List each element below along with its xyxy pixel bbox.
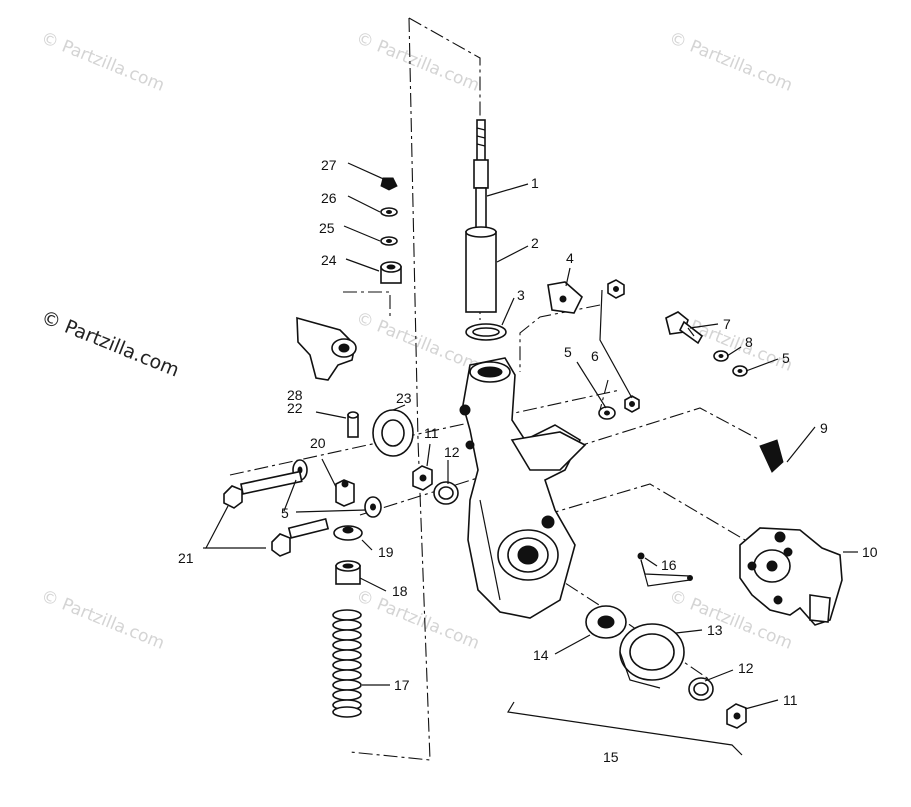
callout-9: 9 (820, 420, 828, 436)
callout-5: 5 (281, 505, 289, 521)
hub-ring (619, 623, 685, 689)
washer (598, 406, 616, 420)
callout-12: 12 (444, 444, 460, 460)
stud (347, 411, 359, 438)
callout-5: 5 (564, 344, 572, 360)
callout-4: 4 (566, 250, 574, 266)
callout-16: 16 (661, 557, 677, 573)
lower-nut-20 (335, 479, 355, 507)
upper-mount-bracket (296, 316, 357, 381)
mid-washer (380, 236, 398, 246)
callout-18: 18 (392, 583, 408, 599)
callout-6: 6 (591, 348, 599, 364)
bearing-lower (688, 677, 714, 701)
callout-10: 10 (862, 544, 878, 560)
callout-15: 15 (603, 749, 619, 765)
callout-20: 20 (310, 435, 326, 451)
watermark-side-text: © Partzilla.com (38, 306, 182, 381)
callout-24: 24 (321, 252, 337, 268)
callout-25: 25 (319, 220, 335, 236)
seal (585, 605, 627, 639)
spindle-nut-upper (412, 465, 433, 491)
shock-shaft (473, 119, 489, 233)
callout-22: 22 (287, 400, 303, 416)
callout-7: 7 (723, 316, 731, 332)
callout-19: 19 (378, 544, 394, 560)
top-nut (380, 177, 398, 191)
callout-8: 8 (745, 334, 753, 350)
callout-3: 3 (517, 287, 525, 303)
spring-cap (333, 525, 363, 541)
callout-12: 12 (738, 660, 754, 676)
small-bracket (547, 281, 583, 314)
watermark-text: © Partzilla.com (666, 28, 795, 96)
shock-body (465, 226, 497, 313)
top-washer (380, 207, 398, 217)
upper-bushing (380, 261, 402, 284)
callout-11: 11 (783, 692, 798, 708)
callout-11: 11 (424, 425, 439, 441)
bracket-nut (607, 279, 625, 299)
spring-bushing (335, 560, 361, 585)
callout-13: 13 (707, 622, 723, 638)
lower-nut (624, 395, 640, 413)
caliper-bolt-washer (713, 350, 729, 362)
callout-27: 27 (321, 157, 337, 173)
watermark-text: © Partzilla.com (38, 28, 167, 96)
callout-26: 26 (321, 190, 337, 206)
caliper-bolt (665, 311, 704, 345)
callout-1: 1 (531, 175, 539, 191)
spindle-knuckle (459, 357, 587, 619)
callout-5: 5 (782, 350, 790, 366)
caliper-washer (732, 365, 748, 377)
callout-23: 23 (396, 390, 412, 406)
large-seal (372, 409, 414, 457)
callout-14: 14 (533, 647, 549, 663)
watermark-text: © Partzilla.com (353, 28, 482, 96)
callout-28: 28 (287, 387, 303, 403)
brake-caliper (739, 527, 843, 626)
spindle-nut-lower (726, 703, 747, 729)
lower-washer-right (364, 496, 382, 518)
assembly-lines (229, 17, 761, 761)
lower-short-bolt (271, 517, 330, 557)
upper-long-bolt (223, 470, 303, 509)
leader-lines (203, 162, 858, 756)
bearing-upper (433, 481, 459, 505)
shock-ring (465, 323, 507, 341)
watermark-layer: © Partzilla.com © Partzilla.com © Partzi… (38, 28, 795, 654)
watermark-text: © Partzilla.com (353, 308, 482, 376)
sensor-wire (637, 552, 693, 587)
brake-pad (759, 439, 784, 473)
coil-spring (332, 609, 362, 718)
callout-17: 17 (394, 677, 410, 693)
callout-labels: 1 2 3 4 5 6 7 8 5 9 10 11 12 13 14 16 12… (178, 157, 878, 765)
callout-21: 21 (178, 550, 194, 566)
callout-2: 2 (531, 235, 539, 251)
watermark-text: © Partzilla.com (38, 586, 167, 654)
watermark-text: © Partzilla.com (353, 586, 482, 654)
